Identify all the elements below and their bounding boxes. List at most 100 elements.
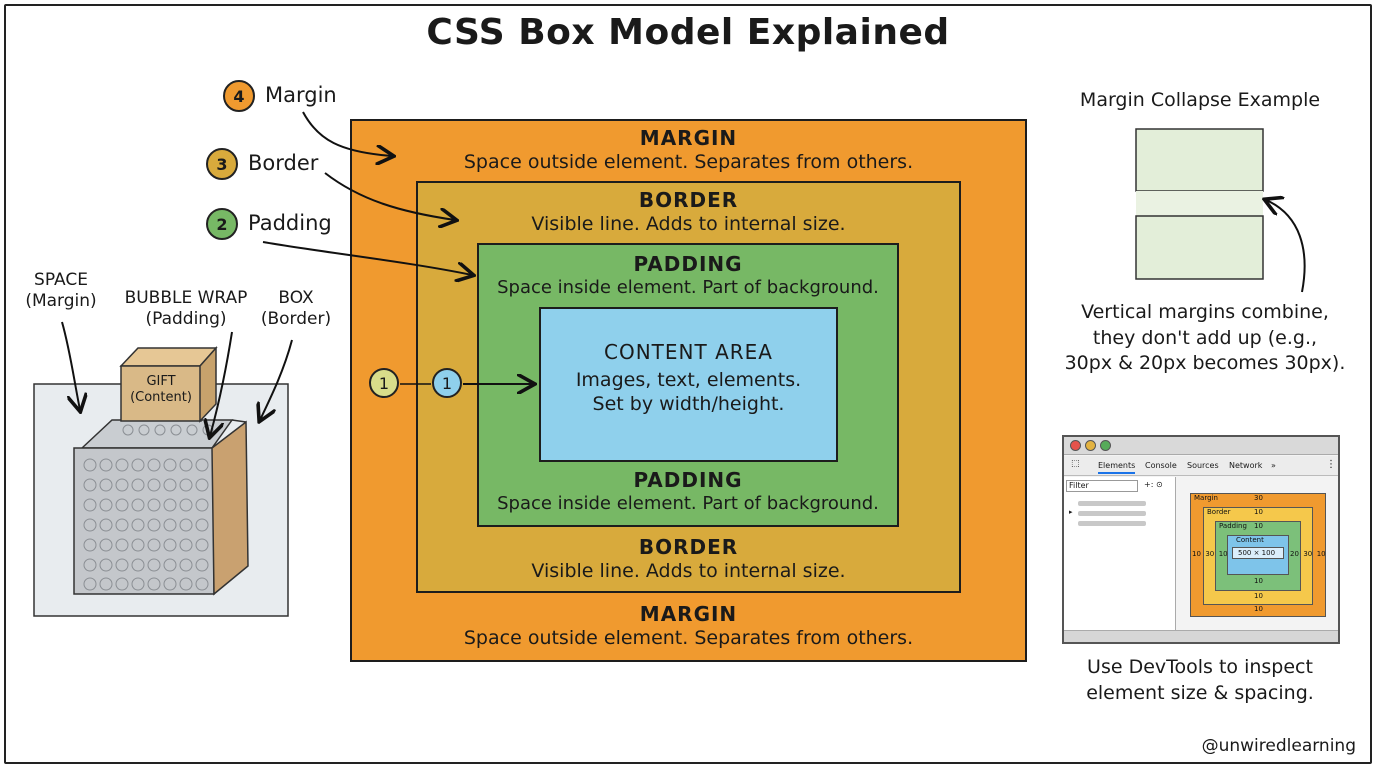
collapse-line1: Vertical margins combine, [1081,301,1329,323]
dom-line [1078,511,1146,516]
bm-content-label: Content [1236,536,1264,544]
content-line1: Images, text, elements. [575,369,802,391]
content-marker-outer-num: 1 [378,373,390,393]
devtools-caption: Use DevTools to inspect element size & s… [1050,655,1350,706]
analogy-bubble-sub: (Padding) [145,309,227,330]
margin-bottom-label: MARGIN Space outside element. Separates … [350,602,1027,651]
dom-line [1078,521,1146,526]
legend-margin-label: Margin [265,83,337,107]
tab-elements[interactable]: Elements [1098,461,1136,474]
devtools-caption-line1: Use DevTools to inspect [1087,656,1313,678]
analogy-box-label: BOX (Border) [252,288,340,331]
bm-left-values: 10 30 10 [1192,550,1228,558]
collapse-box-top [1135,128,1264,192]
collapse-line2: they don't add up (e.g., [1092,326,1318,349]
legend-border-num: 3 [216,154,228,174]
cardboard-side [211,420,249,596]
bm-margin-label: Margin [1194,494,1218,502]
bm-margin-bottom: 10 [1254,605,1263,613]
border-bottom-title: BORDER [638,535,739,559]
bm-border-bottom: 10 [1254,592,1263,600]
analogy-bubble-title: BUBBLE WRAP [124,288,248,308]
bm-padding-label: Padding [1219,522,1247,530]
filter-input[interactable]: Filter [1066,480,1138,492]
kebab-menu-icon[interactable]: ⋮ [1326,459,1336,470]
margin-arrow [302,111,392,156]
padding-bottom-label: PADDING Space inside element. Part of ba… [477,468,899,516]
devtools-dom-panel: Filter +: ⊙ ▸ [1064,477,1176,630]
page-title: CSS Box Model Explained [426,12,950,53]
padding-bottom-title: PADDING [633,468,743,492]
tab-network[interactable]: Network [1229,461,1263,470]
analogy-space-title: SPACE [34,270,88,290]
bm-border-val: 10 [1254,508,1263,516]
margin-bottom-desc: Space outside element. Separates from ot… [463,627,914,649]
border-top-label: BORDER Visible line. Adds to internal si… [416,188,961,237]
collapse-arrow [1266,200,1306,293]
content-marker-outer: 1 [369,368,399,398]
analogy-box-title: BOX [278,288,314,308]
more-tabs-icon[interactable]: » [1271,461,1276,470]
gift-box-front [120,365,202,422]
tab-console[interactable]: Console [1145,461,1177,470]
content-title: CONTENT AREA [604,340,773,364]
analogy-box-sub: (Border) [260,309,332,330]
inspect-icon[interactable]: ⬚ [1071,459,1080,469]
filter-tools-icon[interactable]: +: ⊙ [1144,480,1163,489]
bm-right-values: 20 30 10 [1290,550,1326,558]
collapse-title: Margin Collapse Example [1079,89,1321,111]
legend-padding-label: Padding [248,211,332,235]
collapse-overlap [1136,191,1263,216]
devtools-window: ⬚ Elements Console Sources Network » ⋮ F… [1062,435,1340,644]
analogy-gift-label: GIFT (Content) [121,374,201,407]
bubble-wrap-front [73,447,215,595]
bm-content-val[interactable]: 500 × 100 [1238,549,1276,557]
content-line2: Set by width/height. [592,392,785,415]
analogy-bubble-label: BUBBLE WRAP (Padding) [110,288,262,331]
devtools-tabbar: ⬚ Elements Console Sources Network » ⋮ [1064,456,1338,476]
analogy-gift-sub: (Content) [130,390,192,406]
close-dot-icon[interactable] [1070,440,1081,451]
minimize-dot-icon[interactable] [1085,440,1096,451]
expand-arrow-icon[interactable]: ▸ [1069,508,1073,516]
bm-margin-val: 30 [1254,494,1263,502]
collapse-explanation: Vertical margins combine, they don't add… [1040,300,1370,377]
legend-border-label: Border [248,151,319,175]
border-bottom-label: BORDER Visible line. Adds to internal si… [416,535,961,584]
bm-padding-val: 10 [1254,522,1263,530]
content-layer [539,307,838,462]
gift-box-side [199,346,217,423]
content-marker-inner: 1 [432,368,462,398]
space-arrow [61,321,80,410]
legend-margin-num: 4 [233,86,245,106]
analogy-gift-title: GIFT [146,374,176,389]
padding-top-desc: Space inside element. Part of background… [497,277,879,298]
margin-top-label: MARGIN Space outside element. Separates … [350,126,1027,175]
outer-frame [4,4,1372,764]
tab-sources[interactable]: Sources [1187,461,1219,470]
bubble-arrow [210,331,233,436]
bm-content-size [1232,547,1284,559]
dom-line [1078,501,1146,506]
legend-margin-badge: 4 [223,80,255,112]
bm-padding-bottom: 10 [1254,577,1263,585]
credit: @unwiredlearning [1201,736,1356,756]
padding-top-title: PADDING [633,252,743,276]
padding-arrow [262,241,472,275]
collapse-line3: 30px & 20px becomes 30px). [1064,352,1346,375]
border-arrow [324,172,455,220]
collapse-box-bottom [1135,215,1264,280]
content-label: CONTENT AREA Images, text, elements. Set… [539,340,838,417]
padding-bottom-desc: Space inside element. Part of background… [497,493,879,514]
maximize-dot-icon[interactable] [1100,440,1111,451]
content-marker-inner-num: 1 [441,373,453,393]
analogy-space-label: SPACE (Margin) [20,270,102,313]
border-bottom-desc: Visible line. Adds to internal size. [531,560,846,582]
margin-top-title: MARGIN [639,126,738,150]
margin-bottom-title: MARGIN [639,602,738,626]
devtools-caption-line2: element size & spacing. [1086,681,1314,704]
devtools-titlebar [1064,437,1338,455]
devtools-bottom-bar [1064,630,1338,642]
border-top-title: BORDER [638,188,739,212]
